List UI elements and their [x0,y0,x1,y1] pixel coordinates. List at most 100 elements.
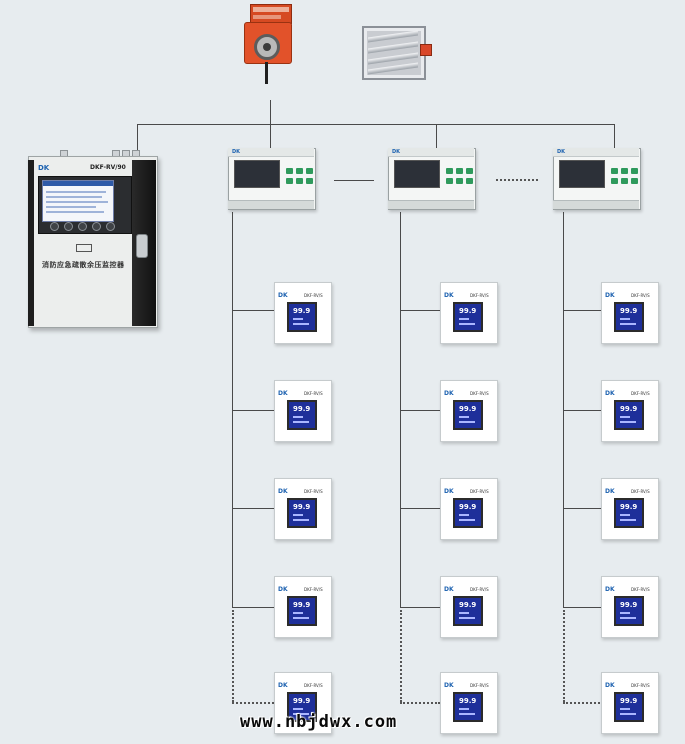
sensor-screen-line [620,519,636,521]
pressure-sensor: DK DKF-RV/S 99.9 [274,478,332,540]
sensor-screen: 99.9 [287,302,317,332]
sensor-screen-line [620,416,630,418]
sensor-screen: 99.9 [614,302,644,332]
sensor-reading: 99.9 [293,405,311,413]
sensor-brand: DK [605,390,615,397]
sensor-reading: 99.9 [293,503,311,511]
sensor-reading: 99.9 [293,307,311,315]
stub-dotted [563,702,603,704]
sensor-brand: DK [278,682,288,689]
sensor-screen-line [620,713,636,715]
sensor-screen: 99.9 [287,498,317,528]
sensor-screen-line [293,713,309,715]
sensor-screen-line [459,416,469,418]
damper-actuator-device [240,4,294,84]
controller-key-icon [306,168,313,174]
cabinet-button-icon [78,222,87,231]
plate-text [253,7,289,12]
stub [232,607,274,608]
stub-dotted [232,702,274,704]
damper-actuator-icon [420,44,432,56]
sensor-model: DKF-RV/S [304,683,323,688]
sensor-model: DKF-RV/S [631,587,650,592]
sensor-screen-line [459,617,475,619]
stub [400,607,440,608]
sensor-brand: DK [278,586,288,593]
controller-brand: DK [232,149,241,155]
watermark-url: www.nbjdwx.com [240,712,398,732]
sensor-brand: DK [278,488,288,495]
pressure-sensor: DK DKF-RV/S 99.9 [601,672,659,734]
controller-key-icon [456,168,463,174]
air-damper-device [362,26,432,80]
sensor-screen-line [459,612,469,614]
sensor-brand: DK [278,292,288,299]
sensor-screen-line [459,514,469,516]
controller-lcd [559,160,605,188]
screen-row [46,196,102,198]
sensor-reading: 99.9 [459,405,477,413]
sensor-reading: 99.9 [620,405,638,413]
sensor-reading: 99.9 [293,697,311,705]
controller-lcd [234,160,280,188]
pressure-sensor: DK DKF-RV/S 99.9 [601,576,659,638]
sensor-brand: DK [605,586,615,593]
controller-key-icon [631,178,638,184]
sensor-screen-line [293,708,303,710]
sensor-model: DKF-RV/S [631,489,650,494]
cabinet-button-icon [92,222,101,231]
sensor-screen: 99.9 [614,400,644,430]
controller-brand: DK [392,149,401,155]
rail-controller-3: DK [553,148,641,210]
sensor-model: DKF-RV/S [304,587,323,592]
sensor-reading: 99.9 [459,697,477,705]
sensor-brand: DK [444,390,454,397]
controller-terminal-strip [553,200,639,209]
sensor-screen: 99.9 [453,692,483,722]
sensor-screen: 99.9 [287,400,317,430]
rail-controller-2: DK [388,148,476,210]
stub [400,310,440,311]
sensor-reading: 99.9 [620,307,638,315]
sensor-screen: 99.9 [614,692,644,722]
pressure-sensor: DK DKF-RV/S 99.9 [274,672,332,734]
sensor-screen-line [620,421,636,423]
rail-controller-1: DK [228,148,316,210]
sensor-screen: 99.9 [614,596,644,626]
actuator-cable [265,62,268,84]
actuator-drop [270,100,271,148]
sensor-model: DKF-RV/S [304,293,323,298]
sensor-model: DKF-RV/S [470,293,489,298]
sensor-brand: DK [278,390,288,397]
stub-dotted [400,702,440,704]
controller-key-icon [611,168,618,174]
cabinet-model: DKF-RV/90 [90,164,126,171]
controller-key-icon [621,168,628,174]
controller-top-bar [388,148,474,157]
controller-key-icon [446,178,453,184]
pressure-sensor: DK DKF-RV/S 99.9 [601,478,659,540]
sensor-screen-line [459,713,475,715]
sensor-screen-line [459,421,475,423]
sensor-reading: 99.9 [459,601,477,609]
sensor-reading: 99.9 [459,503,477,511]
sensor-model: DKF-RV/S [470,489,489,494]
sensor-screen-line [293,612,303,614]
controller-brand: DK [557,149,566,155]
controller-key-icon [296,168,303,174]
sensor-brand: DK [605,682,615,689]
sensor-screen-line [293,514,303,516]
actuator-hub-icon [254,34,280,60]
sensor-screen: 99.9 [614,498,644,528]
sensor-screen-line [620,318,630,320]
stub [563,508,603,509]
sensor-model: DKF-RV/S [631,293,650,298]
sensor-brand: DK [444,292,454,299]
sensor-brand: DK [605,488,615,495]
cabinet-screen [42,180,114,222]
stub [400,508,440,509]
screen-header-bar [43,181,113,186]
cabinet-hinge [28,160,34,326]
controller-key-icon [296,178,303,184]
